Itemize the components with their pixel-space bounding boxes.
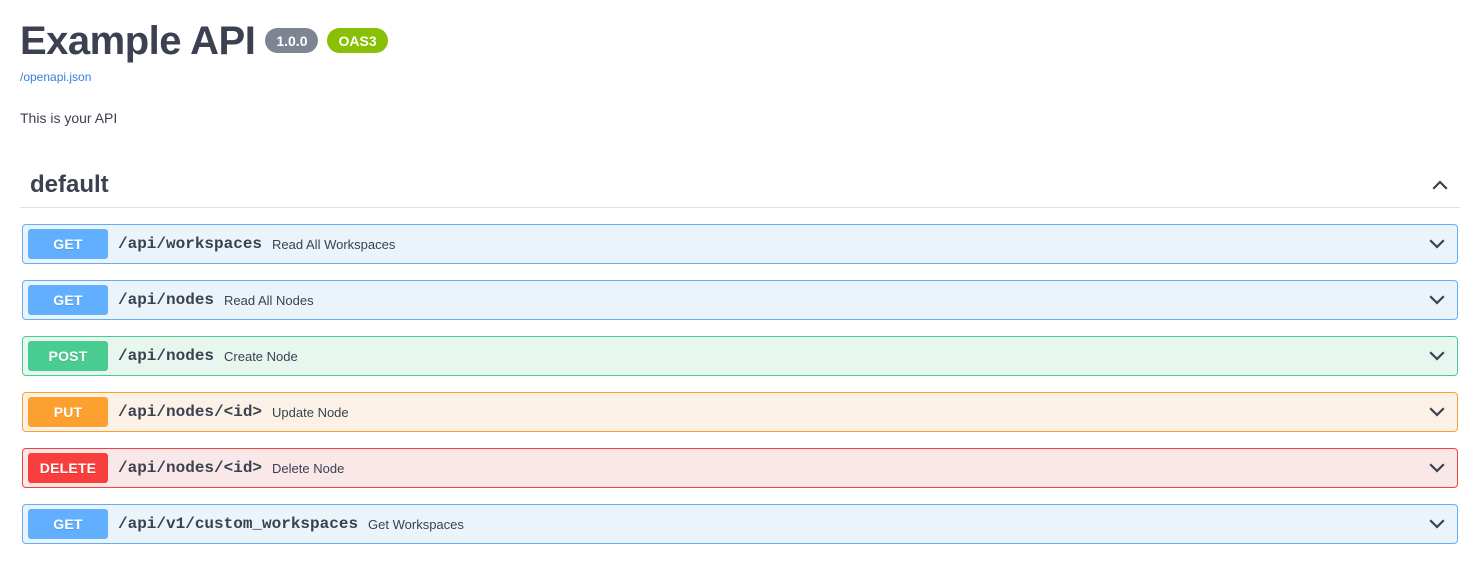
operation-row[interactable]: POST/api/nodes Create Node <box>22 336 1458 377</box>
spec-url-link[interactable]: /openapi.json <box>20 70 92 84</box>
operation-row[interactable]: DELETE/api/nodes/<id> Delete Node <box>22 448 1458 489</box>
method-badge-get: GET <box>28 229 108 260</box>
chevron-down-icon[interactable] <box>1427 458 1447 478</box>
operation-row[interactable]: GET/api/workspaces Read All Workspaces <box>22 224 1458 265</box>
api-description: This is your API <box>20 110 118 126</box>
chevron-down-icon[interactable] <box>1427 514 1447 534</box>
operation-summary: Get Workspaces <box>368 516 464 532</box>
tag-header[interactable]: default <box>20 171 1460 209</box>
oas-version-badge: OAS3 <box>327 28 388 53</box>
operation-path: /api/nodes/<id> <box>118 403 263 422</box>
chevron-down-icon[interactable] <box>1427 234 1447 254</box>
method-badge-put: PUT <box>28 397 108 428</box>
chevron-down-icon[interactable] <box>1427 402 1447 422</box>
operation-path: /api/v1/custom_workspaces <box>118 515 359 534</box>
operation-path: /api/nodes <box>118 291 215 310</box>
operation-row[interactable]: GET/api/v1/custom_workspaces Get Workspac… <box>22 504 1458 545</box>
page-title: Example API <box>20 19 256 63</box>
chevron-down-icon[interactable] <box>1427 290 1447 310</box>
chevron-down-icon[interactable] <box>1427 346 1447 366</box>
operation-path: /api/nodes <box>118 347 215 366</box>
api-title-row: Example API 1.0.0 OAS3 <box>20 20 1460 62</box>
api-info-block: Example API 1.0.0 OAS3 /openapi.json Thi… <box>0 0 1480 129</box>
operation-summary: Read All Nodes <box>224 292 314 308</box>
operation-summary: Read All Workspaces <box>272 236 396 252</box>
operation-path: /api/nodes/<id> <box>118 459 263 478</box>
operation-row[interactable]: PUT/api/nodes/<id> Update Node <box>22 392 1458 433</box>
operation-summary: Update Node <box>272 404 349 420</box>
operation-path: /api/workspaces <box>118 235 263 254</box>
tag-section-default: default GET/api/workspaces Read All Works… <box>0 171 1480 545</box>
tag-name-label: default <box>30 170 109 198</box>
method-badge-get: GET <box>28 285 108 316</box>
operation-summary: Delete Node <box>272 460 345 476</box>
operation-row[interactable]: GET/api/nodes Read All Nodes <box>22 280 1458 321</box>
method-badge-post: POST <box>28 341 108 372</box>
chevron-up-icon[interactable] <box>1430 175 1450 195</box>
method-badge-get: GET <box>28 509 108 540</box>
version-badge: 1.0.0 <box>265 28 319 53</box>
method-badge-delete: DELETE <box>28 453 108 484</box>
operation-summary: Create Node <box>224 348 298 364</box>
